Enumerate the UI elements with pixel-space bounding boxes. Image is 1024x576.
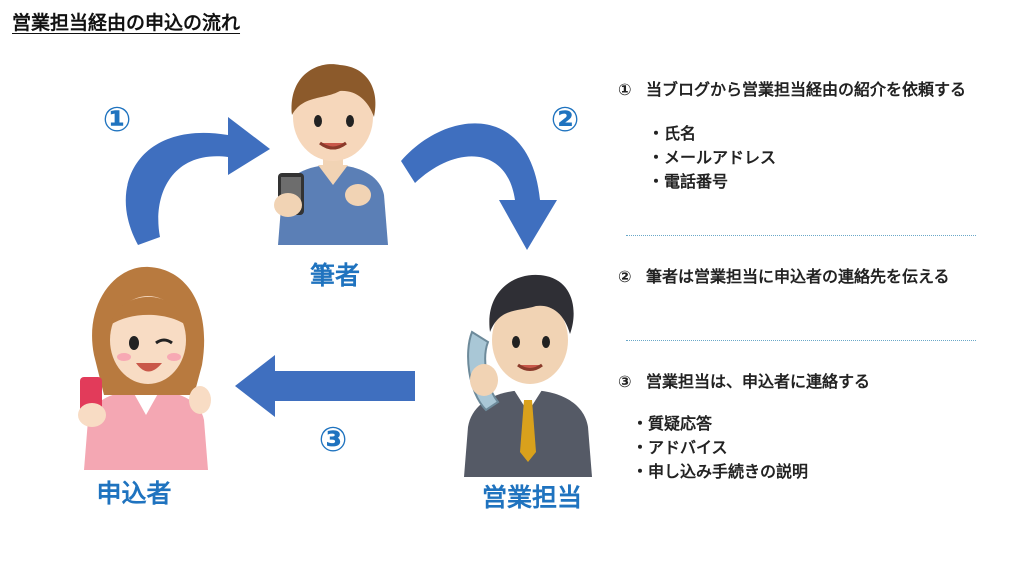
step3-number: ③	[618, 372, 632, 391]
step1-block: ① 当ブログから営業担当経由の紹介を依頼する ・氏名 ・メールアドレス ・電話番…	[618, 78, 978, 194]
page-title: 営業担当経由の申込の流れ	[12, 12, 241, 34]
role-label-writer: 筆者	[309, 261, 360, 290]
role-label-sales: 営業担当	[481, 483, 582, 512]
curved-arrow-1-icon	[125, 117, 270, 245]
role-label-applicant: 申込者	[96, 479, 172, 508]
applicant-figure-icon	[78, 266, 211, 470]
step-number-2: ②	[550, 100, 580, 140]
step2-text: 筆者は営業担当に申込者の連絡先を伝える	[646, 267, 950, 286]
step3-text: 営業担当は、申込者に連絡する	[646, 372, 871, 391]
curved-arrow-2-icon	[401, 123, 557, 250]
step1-bullet-2: ・メールアドレス	[648, 148, 777, 167]
sales-figure-icon	[464, 274, 592, 477]
step3-bullet-3: ・申し込み手続きの説明	[632, 462, 809, 481]
divider-1	[626, 235, 976, 236]
step1-number: ①	[618, 80, 632, 99]
step2-number: ②	[618, 267, 632, 286]
step1-text: 当ブログから営業担当経由の紹介を依頼する	[646, 80, 967, 99]
step3-block: ③ 営業担当は、申込者に連絡する ・質疑応答 ・アドバイス ・申し込み手続きの説…	[618, 370, 978, 484]
step1-bullet-3: ・電話番号	[648, 172, 729, 191]
step-number-1: ①	[102, 100, 132, 140]
divider-2	[626, 340, 976, 341]
step3-bullet-2: ・アドバイス	[632, 438, 728, 457]
writer-figure-icon	[274, 64, 388, 245]
step-number-3: ③	[318, 420, 348, 460]
straight-arrow-3-icon	[235, 355, 415, 417]
step2-block: ② 筆者は営業担当に申込者の連絡先を伝える	[618, 265, 978, 289]
step1-bullet-1: ・氏名	[648, 124, 697, 143]
step3-bullet-1: ・質疑応答	[632, 414, 713, 433]
